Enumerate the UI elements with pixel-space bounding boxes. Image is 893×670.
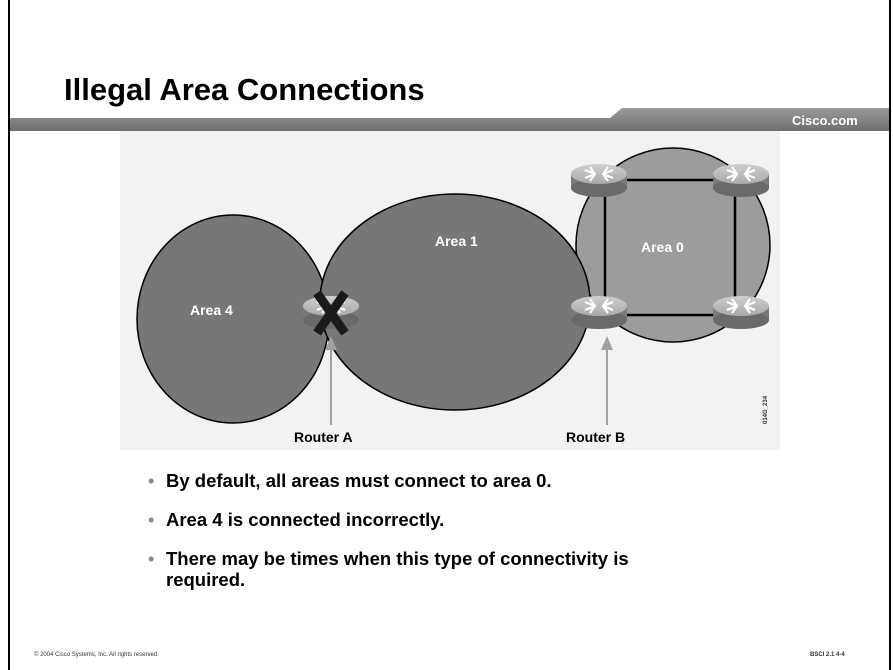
- copyright-text: © 2004 Cisco Systems, Inc. All rights re…: [34, 652, 159, 658]
- bullet-dot: •: [148, 509, 155, 530]
- router-b-arrow: [601, 336, 613, 425]
- frame-border-right: [889, 0, 891, 670]
- bullet-text: Area 4 is connected incorrectly.: [166, 509, 445, 530]
- list-item: • By default, all areas must connect to a…: [148, 470, 806, 491]
- router-b-label: Router B: [566, 429, 625, 445]
- area-1-ellipse: [319, 193, 591, 411]
- router-b-icon: [569, 294, 629, 331]
- bullet-text: There may be times when this type of con…: [166, 548, 629, 590]
- bullet-list: • By default, all areas must connect to a…: [148, 470, 806, 608]
- router-icon: [711, 294, 771, 331]
- brand-label: Cisco.com: [792, 113, 858, 128]
- list-item: • Area 4 is connected incorrectly.: [148, 509, 806, 530]
- router-icon: [569, 162, 629, 199]
- list-item: • There may be times when this type of co…: [148, 548, 666, 590]
- area-0-circle: [575, 147, 771, 343]
- router-a-label: Router A: [294, 429, 353, 445]
- area-0-label: Area 0: [641, 239, 684, 255]
- figure-id: 014G_234: [763, 395, 769, 424]
- course-page-number: BSCI 2.1 4-4: [810, 652, 845, 658]
- area-4-ellipse: [136, 214, 330, 424]
- bullet-dot: •: [148, 470, 155, 491]
- router-a-arrow: [325, 336, 337, 425]
- area-4-label: Area 4: [190, 302, 233, 318]
- bullet-dot: •: [148, 548, 155, 569]
- router-icon: [711, 162, 771, 199]
- bullet-text: By default, all areas must connect to ar…: [166, 470, 552, 491]
- invalid-connection-x-icon: [313, 290, 349, 336]
- area-1-label: Area 1: [435, 233, 478, 249]
- frame-border-left: [8, 0, 10, 670]
- slide-title: Illegal Area Connections: [64, 72, 425, 107]
